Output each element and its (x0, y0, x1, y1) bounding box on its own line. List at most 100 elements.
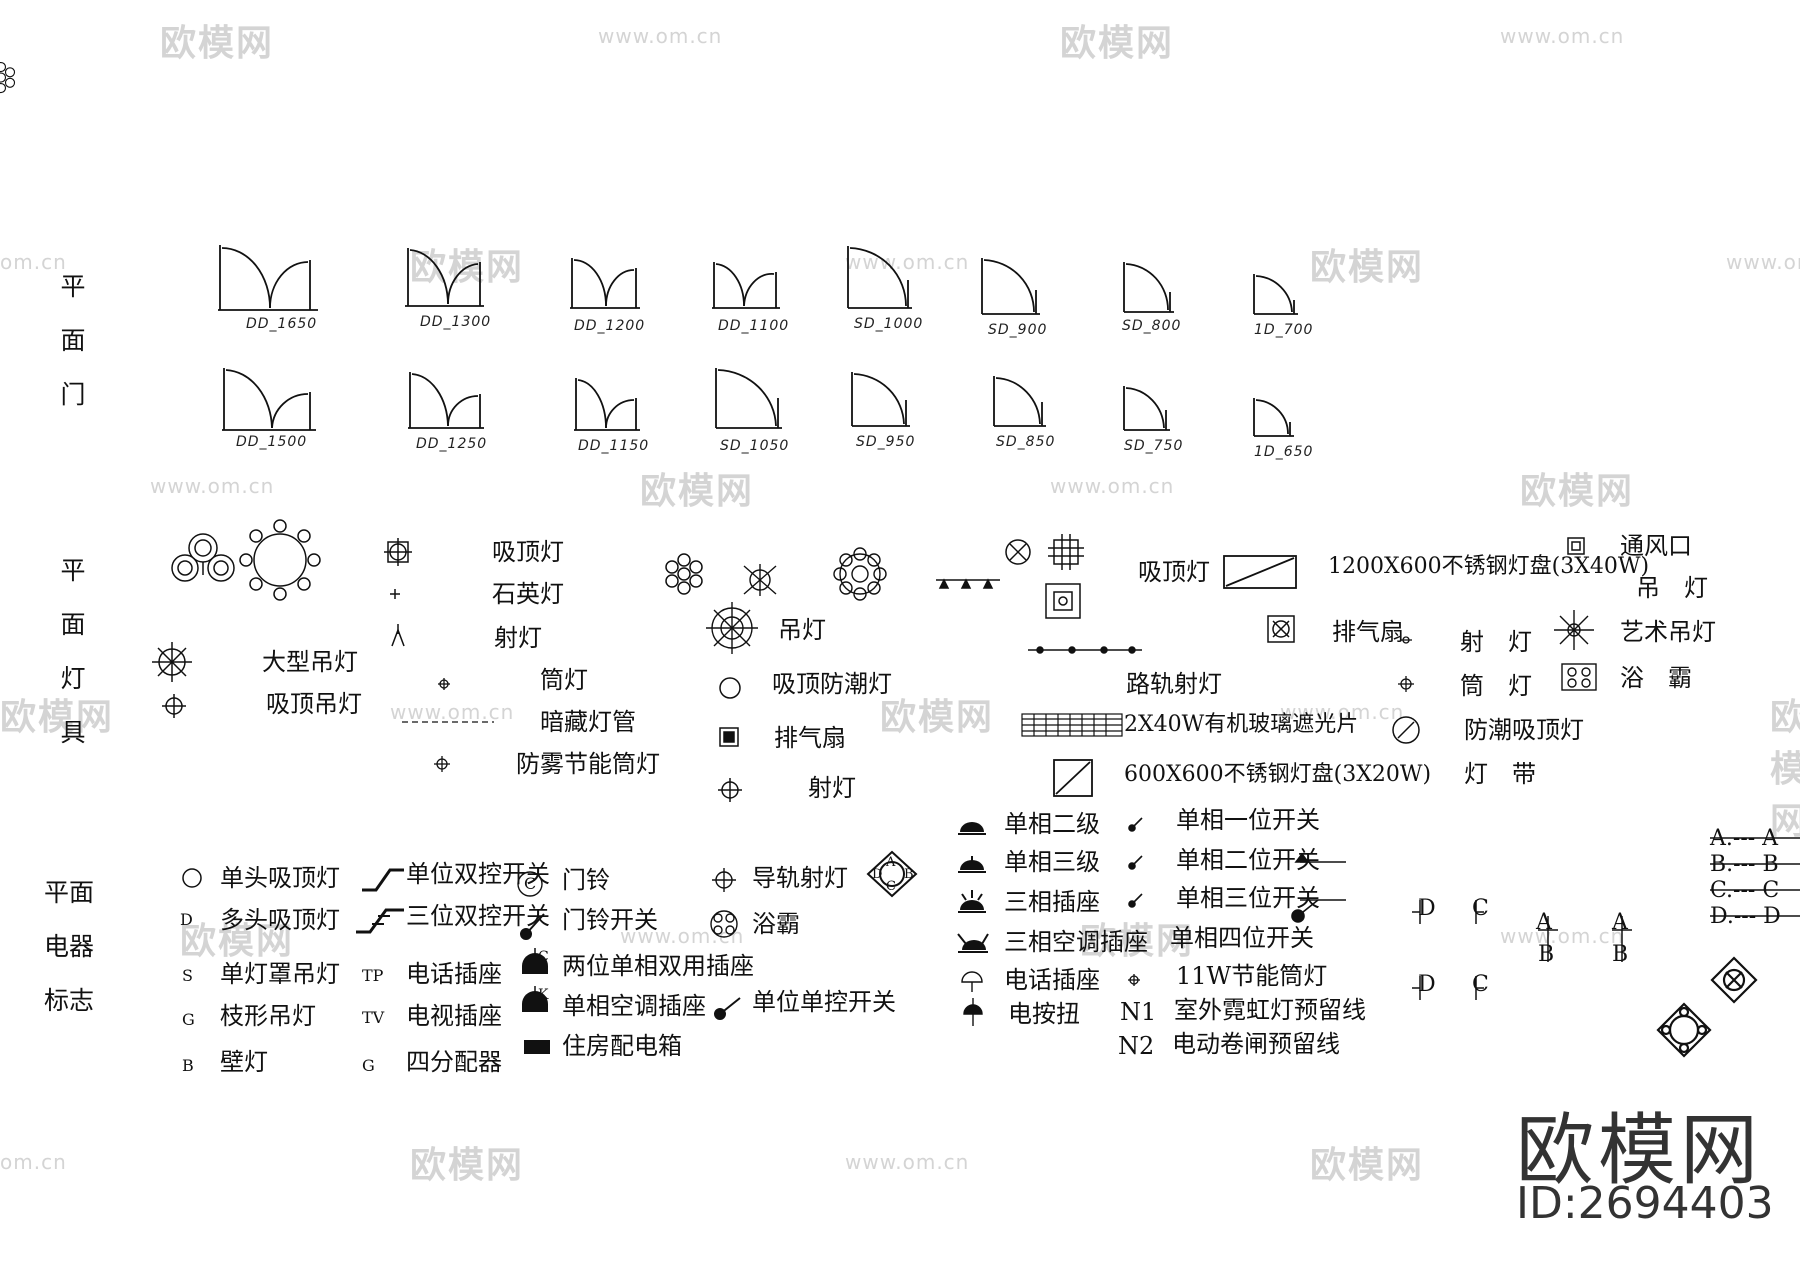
watermark-brand: 欧模网 (1080, 921, 1195, 962)
watermark-url: www.om.cn (1280, 700, 1405, 724)
single3-symbol (960, 860, 984, 870)
watermark-url: www.om.cn (845, 250, 970, 274)
panel-600-symbol (1053, 759, 1093, 797)
spot-lamp2-symbol (717, 777, 743, 803)
watermark-brand: 欧模网 (1520, 471, 1635, 512)
label-art-pendant: 艺术吊灯 (1620, 618, 1716, 646)
label-ceiling2: 吸顶灯 (1138, 558, 1210, 586)
sw1-symbol (1128, 817, 1143, 832)
section-c: C.--- C (1710, 878, 1780, 903)
chandelier-ring-symbol (239, 519, 321, 601)
label-sw4: 单相四位开关 (1170, 924, 1314, 952)
switch-dual-symbol (362, 868, 404, 892)
watermark-brand: 欧模网 (880, 697, 995, 738)
glyph-circle: G (362, 1056, 375, 1075)
watermark-url: www.om.cn (150, 474, 275, 498)
flower-lamp-symbol (665, 553, 703, 595)
switch-triple-symbol (356, 908, 404, 934)
button-symbol (963, 998, 983, 1026)
bubble-letter-a: A (886, 855, 896, 870)
marker-b: B (1538, 942, 1555, 967)
label-phone-socket: 电话插座 (406, 960, 502, 988)
label-track-spot: 路轨射灯 (1126, 670, 1222, 698)
section-lines (1710, 837, 1800, 917)
ceiling-pendant-symbol (161, 693, 187, 719)
pendant-symbol (706, 602, 758, 654)
door-dd-1500 (222, 368, 316, 431)
label-downlight: 筒灯 (540, 666, 588, 694)
phone2-symbol (961, 971, 983, 992)
label-large-pendant: 大型吊灯 (262, 648, 358, 676)
door-dd-1150 (574, 378, 640, 431)
label-spot2: 射灯 (808, 774, 856, 802)
spot-lamp-symbol (391, 624, 405, 647)
grid-lamp-symbol (1048, 534, 1084, 570)
door-label: DD_1100 (718, 318, 790, 334)
energy-symbol (1128, 974, 1140, 986)
label-n2-text: 电动卷闸预留线 (1172, 1030, 1340, 1058)
exhaust-fan-symbol (719, 727, 739, 747)
door-label: DD_1150 (578, 438, 650, 454)
brand-logo: 欧模网 (1516, 1106, 1763, 1196)
watermark-url: www.om.cn (1050, 474, 1175, 498)
panel-1200-symbol (1223, 555, 1297, 589)
door-label: SD_1000 (854, 316, 924, 332)
label-sw1: 单相一位开关 (1176, 806, 1320, 834)
label-multi-ceiling: 多头吸顶灯 (220, 906, 340, 934)
abcd-diamond-symbol (866, 850, 918, 898)
square-lamp-symbol (1045, 583, 1081, 619)
watermark-brand: 欧模网 (1310, 247, 1425, 288)
label-branch-pendant: 枝形吊灯 (220, 1002, 316, 1030)
label-exhaust-fan: 排气扇 (774, 724, 846, 752)
label-energy: 11W节能筒灯 (1176, 962, 1328, 990)
glyph-circle: TV (362, 1008, 385, 1027)
category-lamp: 平面灯具 (60, 556, 86, 747)
door-1d-700 (1253, 274, 1298, 315)
door-sd-1000 (847, 246, 912, 309)
label-dual-socket: 两位单相双用插座 (562, 952, 754, 980)
glyph-circle: G (182, 1010, 195, 1029)
acrylic-shade-symbol (1021, 713, 1123, 737)
sw3-symbol (1128, 893, 1143, 908)
door-label: DD_1250 (416, 436, 488, 452)
door-sd-950 (851, 372, 910, 427)
label-n2: N2 (1118, 1032, 1155, 1060)
label-vent: 通风口 (1620, 532, 1692, 560)
door-dd-1650 (218, 245, 318, 311)
label-three-socket: 三相插座 (1004, 888, 1100, 916)
pendant2-symbol (0, 61, 16, 94)
label-triple-dual-switch: 三位双控开关 (406, 902, 550, 930)
label-pendant2: 吊 灯 (1636, 574, 1708, 602)
marker-a: A (1536, 910, 1552, 935)
watermark-brand: 欧模网 (1060, 23, 1175, 64)
label-single-ceiling: 单头吸顶灯 (220, 864, 340, 892)
track-spot-symbol (1028, 646, 1142, 654)
door-label: SD_850 (996, 434, 1056, 450)
door-label: DD_1300 (420, 314, 492, 330)
label-spot3: 射 灯 (1460, 628, 1532, 656)
circle-x-symbol (1005, 539, 1031, 565)
glyph-circle: D (180, 910, 193, 929)
label-single2: 单相二级 (1004, 810, 1100, 838)
label-bath-heater: 浴 霸 (1620, 664, 1692, 692)
label-rail-spot: 导轨射灯 (752, 864, 848, 892)
watermark-url: www.om.cn (1500, 24, 1625, 48)
label-splitter: 四分配器 (406, 1048, 502, 1076)
glyph-letter: K (538, 987, 549, 1003)
section-markers (1412, 900, 1632, 1000)
ceiling-lamp-symbol (384, 538, 412, 566)
marker-c: C (1472, 972, 1489, 997)
dist-box-symbol (524, 1040, 550, 1054)
label-bath-heater2: 浴霸 (752, 910, 800, 938)
door-label: DD_1500 (236, 434, 308, 450)
downlight-symbol (438, 678, 450, 690)
downlight2-symbol (1398, 676, 1414, 692)
category-door: 平面门 (60, 272, 86, 409)
watermark-url: www.om.cn (1726, 250, 1800, 274)
label-ac-socket: 单相空调插座 (562, 992, 706, 1020)
label-pendant: 吊灯 (778, 616, 826, 644)
label-moisture-ceiling2: 防潮吸顶灯 (1464, 716, 1584, 744)
exhaust-fan2-symbol (1267, 615, 1295, 643)
door-label: SD_800 (1122, 318, 1182, 334)
door-sd-800 (1123, 262, 1174, 313)
